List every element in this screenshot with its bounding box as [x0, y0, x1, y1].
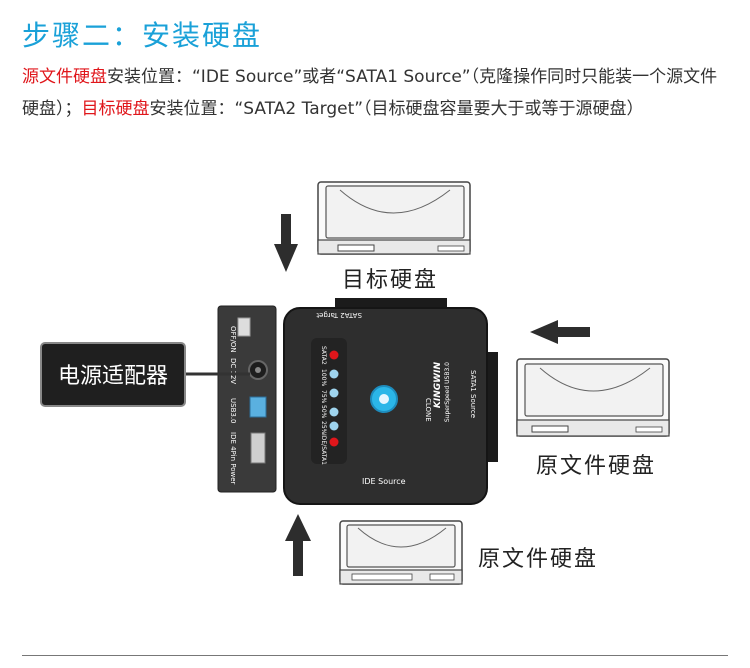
target-disk-highlight: 目标硬盘 — [81, 99, 150, 119]
sata-source-disk-label: 原文件硬盘 — [536, 454, 657, 479]
sata2-port-label: SATA2 Target — [316, 311, 362, 319]
target-hdd-image — [317, 181, 471, 255]
arrow-up-icon — [285, 514, 311, 576]
ide-source-disk-label: 原文件硬盘 — [478, 547, 599, 572]
clone-label: CLONE — [424, 398, 432, 422]
target-disk-label: 目标硬盘 — [342, 268, 439, 293]
led-75 — [329, 388, 339, 398]
device-side-panel: OFF/ON DC 12V USB3.0 IDE 4Pin Power — [217, 305, 277, 493]
led-label-75: 75% — [320, 390, 327, 404]
side-label-usb: USB3.0 — [229, 398, 237, 424]
sata1-port-label: SATA1 Source — [469, 370, 477, 418]
brand-label: KINGWIN — [433, 362, 443, 409]
power-adapter-label: 电源适配器 — [58, 364, 168, 389]
led-100 — [329, 369, 339, 379]
led-label-ide-sata1: IDE/SATA1 — [320, 434, 327, 465]
side-label-switch: OFF/ON — [229, 326, 237, 353]
ide-port-label: IDE Source — [362, 477, 406, 486]
led-25 — [329, 421, 339, 431]
source-disk-text: 安装位置：“IDE Source”或者“SATA1 Source”（克隆操作同时… — [22, 67, 718, 119]
dock-top-view: SATA2 100% 75% 50% 25% IDE/SATA1 CLONE K… — [283, 298, 498, 505]
bottom-divider — [22, 655, 728, 656]
led-label-50: 50% — [320, 405, 327, 419]
power-adapter-callout: 电源适配器 — [40, 342, 186, 407]
led-label-sata2: SATA2 — [320, 346, 327, 365]
install-description: 源文件硬盘安装位置：“IDE Source”或者“SATA1 Source”（克… — [22, 61, 722, 125]
led-label-100: 100% — [320, 369, 327, 386]
source-disk-highlight: 源文件硬盘 — [22, 67, 107, 87]
led-50 — [329, 407, 339, 417]
page-title: 步骤二：安装硬盘 — [22, 19, 263, 52]
model-label: SuperSpeed USB3.0 — [444, 362, 451, 422]
sata-source-hdd-image — [516, 358, 670, 437]
arrow-left-icon — [530, 320, 590, 344]
target-disk-text: 安装位置：“SATA2 Target”（目标硬盘容量要大于或等于源硬盘） — [149, 99, 644, 119]
side-label-ide-power: IDE 4Pin Power — [229, 432, 237, 485]
clone-button-center — [379, 394, 389, 404]
led-label-25: 25% — [320, 421, 327, 435]
arrow-down-icon — [274, 214, 298, 272]
ide-source-hdd-image — [339, 520, 463, 585]
led-ide-sata1 — [329, 437, 339, 447]
side-label-dc: DC 12V — [229, 358, 237, 384]
led-sata2 — [329, 350, 339, 360]
